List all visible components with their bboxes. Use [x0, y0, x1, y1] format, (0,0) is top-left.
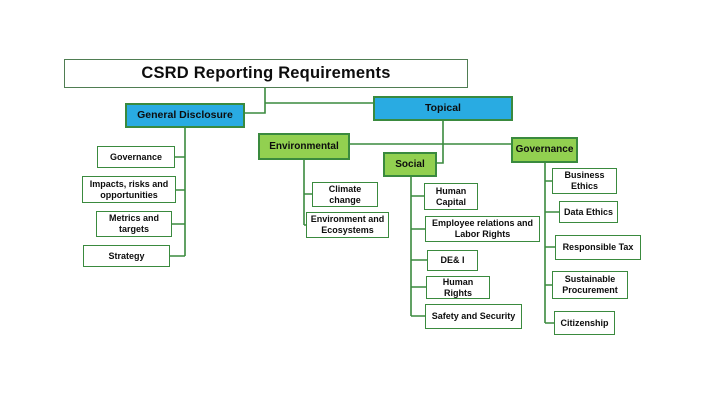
branch-environmental: Environmental: [258, 133, 350, 160]
leaf-env-environment-ecosystems: Environment and Ecosystems: [306, 212, 389, 238]
leaf-gov-responsible-tax: Responsible Tax: [555, 235, 641, 260]
branch-general-disclosure: General Disclosure: [125, 103, 245, 128]
connector-title-to-branches: [245, 88, 373, 114]
leaf-gd-impacts-risks-opportunities: Impacts, risks and opportunities: [82, 176, 176, 203]
root-node-csrd-title: CSRD Reporting Requirements: [64, 59, 468, 88]
leaf-soc-dei: DE& I: [427, 250, 478, 271]
branch-topical: Topical: [373, 96, 513, 121]
leaf-gd-governance: Governance: [97, 146, 175, 168]
leaf-gd-metrics-targets: Metrics and targets: [96, 211, 172, 237]
branch-social: Social: [383, 152, 437, 177]
leaf-soc-safety-security: Safety and Security: [425, 304, 522, 329]
leaf-soc-employee-relations-labor-rights: Employee relations and Labor Rights: [425, 216, 540, 242]
branch-governance: Governance: [511, 137, 578, 163]
leaf-gov-citizenship: Citizenship: [554, 311, 615, 335]
leaf-gov-sustainable-procurement: Sustainable Procurement: [552, 271, 628, 299]
leaf-gov-data-ethics: Data Ethics: [559, 201, 618, 223]
leaf-soc-human-capital: Human Capital: [424, 183, 478, 210]
connector-governance-children: [544, 163, 559, 324]
connector-topical-to-esg: [350, 121, 511, 164]
leaf-gd-strategy: Strategy: [83, 245, 170, 267]
connector-social-children: [410, 177, 428, 317]
leaf-soc-human-rights: Human Rights: [426, 276, 490, 299]
leaf-gov-business-ethics: Business Ethics: [552, 168, 617, 194]
connector-general-disclosure-children: [170, 128, 186, 257]
leaf-env-climate-change: Climate change: [312, 182, 378, 207]
